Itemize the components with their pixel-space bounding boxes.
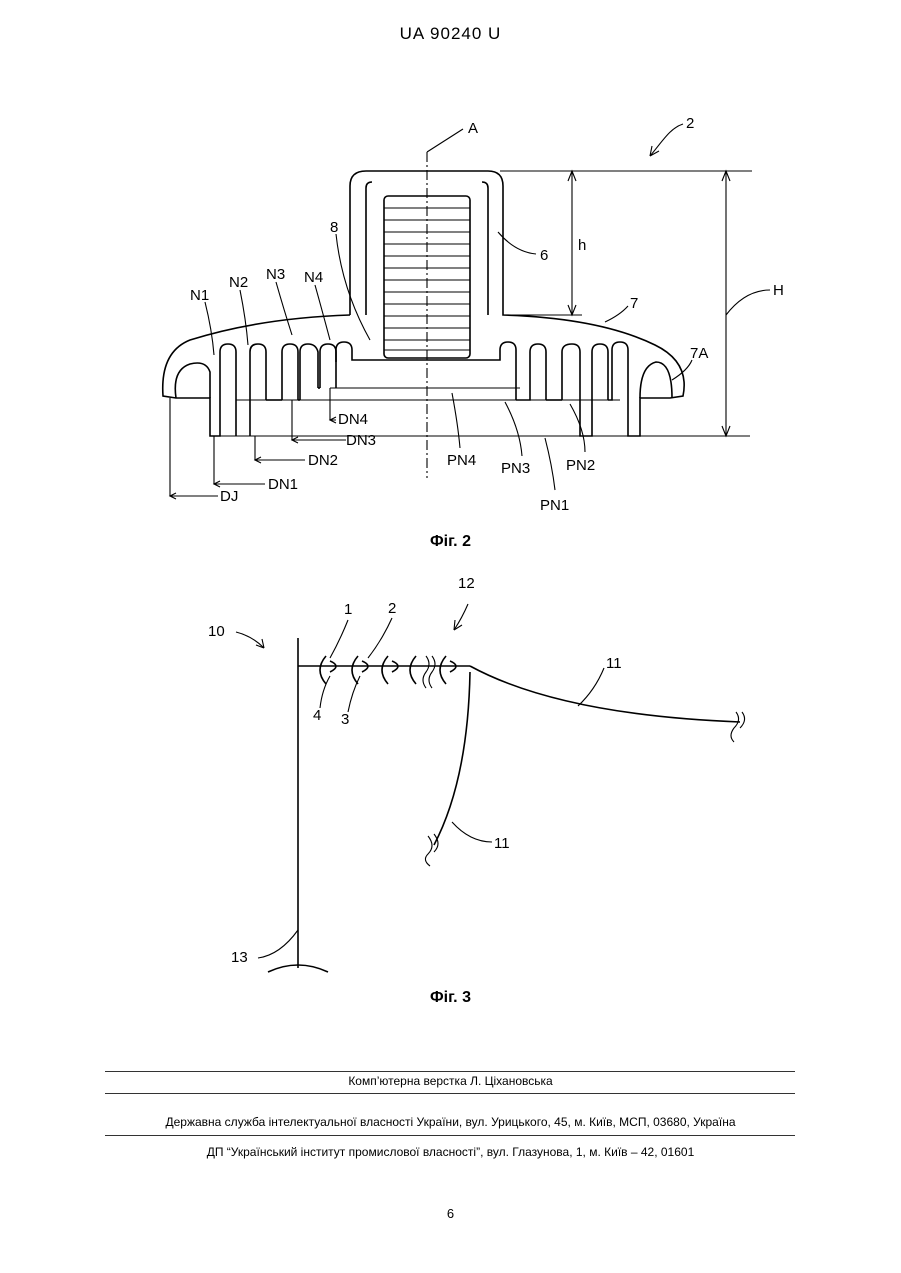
label-h: h xyxy=(578,237,586,254)
label-A: A xyxy=(468,120,478,137)
label-N4: N4 xyxy=(304,269,323,286)
H-leader xyxy=(726,290,770,315)
conductor-right xyxy=(470,666,740,722)
conductor-down-break xyxy=(425,834,438,866)
footer-institute: ДП “Український інститут промислової вла… xyxy=(0,1145,901,1159)
conductor-right-break xyxy=(731,712,745,742)
label-DJ: DJ xyxy=(220,488,238,505)
label-N2: N2 xyxy=(229,274,248,291)
label-ref-1: 1 xyxy=(344,601,352,618)
cap-inner-left xyxy=(366,182,372,315)
label-N3: N3 xyxy=(266,266,285,283)
ref-3-leader xyxy=(348,676,360,712)
label-ref-11a: 11 xyxy=(606,655,622,672)
ribs-right xyxy=(516,344,608,436)
figure-2-caption: Фіг. 2 xyxy=(0,533,901,551)
label-ref-13: 13 xyxy=(231,949,248,966)
ref-1-leader xyxy=(330,620,348,658)
label-DN2: DN2 xyxy=(308,452,338,469)
ref-4-leader xyxy=(320,676,330,708)
n1-leader xyxy=(205,302,214,355)
label-ref-2: 2 xyxy=(686,115,694,132)
label-PN2: PN2 xyxy=(566,457,595,474)
label-N1: N1 xyxy=(190,287,209,304)
label-ref-10: 10 xyxy=(208,623,225,640)
ref-13-leader xyxy=(258,930,298,958)
n3-leader xyxy=(276,282,292,335)
label-ref-11b: 11 xyxy=(494,835,510,852)
ribs-left xyxy=(236,344,336,436)
footer-agency: Державна служба інтелектуальної власност… xyxy=(0,1115,901,1129)
dn4-bracket xyxy=(330,388,336,420)
pn4-leader xyxy=(452,393,460,448)
label-DN1: DN1 xyxy=(268,476,298,493)
label-ref-8: 8 xyxy=(330,219,338,236)
conductor-down xyxy=(434,672,470,845)
ref-7-leader xyxy=(605,306,628,322)
label-DN4: DN4 xyxy=(338,411,368,428)
label-PN3: PN3 xyxy=(501,460,530,477)
label-PN1: PN1 xyxy=(540,497,569,514)
label-ref-7A: 7A xyxy=(690,345,708,362)
n4-leader xyxy=(315,285,330,340)
pn2-leader xyxy=(570,404,585,452)
pn1-leader xyxy=(545,438,555,490)
page-number: 6 xyxy=(0,1206,901,1221)
ref-8-leader xyxy=(336,234,370,340)
pn3-leader xyxy=(505,402,522,456)
label-ref-12: 12 xyxy=(458,575,475,592)
label-ref-2-fig3: 2 xyxy=(388,600,396,617)
ref-10-leader xyxy=(236,632,264,648)
footer-rule-2 xyxy=(105,1093,795,1094)
n2-leader xyxy=(240,290,248,345)
insulator-left-profile xyxy=(163,315,350,436)
footer-rule-3 xyxy=(105,1135,795,1136)
label-H: H xyxy=(773,282,784,299)
label-ref-7: 7 xyxy=(630,295,638,312)
label-ref-3: 3 xyxy=(341,711,349,728)
ref-2-fig3-leader xyxy=(368,618,392,658)
ref-11b-leader xyxy=(452,822,492,842)
label-ref-6: 6 xyxy=(540,247,548,264)
left-rim-curl xyxy=(175,363,210,398)
footer-rule-1 xyxy=(105,1071,795,1072)
right-rim-curl xyxy=(640,362,672,398)
label-DN3: DN3 xyxy=(346,432,376,449)
label-ref-4: 4 xyxy=(313,707,321,724)
cap-inner-right xyxy=(482,182,488,315)
ref-11a-leader xyxy=(578,668,604,706)
axis-a-leader xyxy=(427,129,463,152)
ref-2-leader xyxy=(650,124,683,156)
footer-typesetting: Комп’ютерна верстка Л. Ціхановська xyxy=(0,1074,901,1088)
string-break-mark xyxy=(423,656,435,688)
inner-base xyxy=(336,342,516,400)
figure-3-caption: Фіг. 3 xyxy=(0,989,901,1007)
label-PN4: PN4 xyxy=(447,452,476,469)
insulator-units xyxy=(320,656,456,684)
